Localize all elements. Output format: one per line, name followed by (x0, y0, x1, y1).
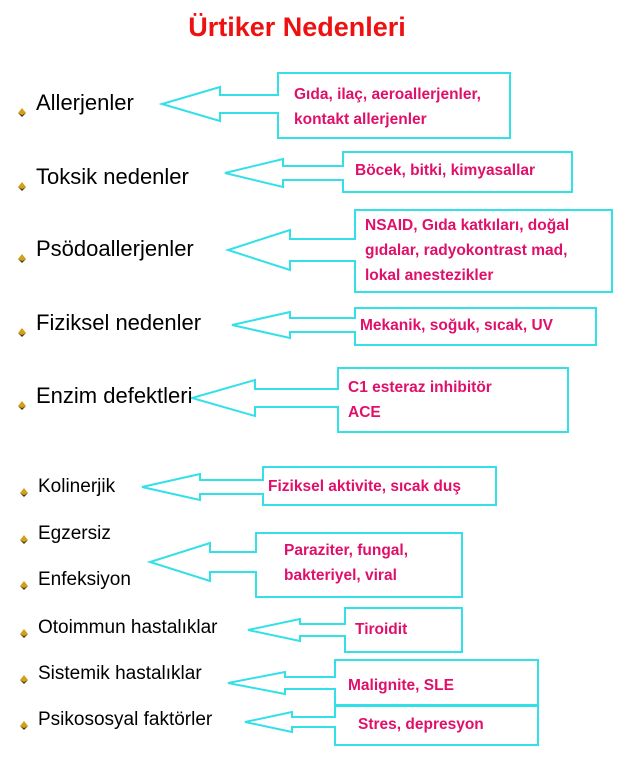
cause-item: Kolinerjik (18, 476, 115, 498)
cause-item: Toksik nedenler (16, 164, 189, 191)
cause-label: Psikososyal faktörler (38, 709, 213, 730)
callout-text: NSAID, Gıda katkıları, doğal gıdalar, rad… (365, 213, 569, 288)
cause-label: Psödoallerjenler (36, 236, 194, 261)
cause-label: Fiziksel nedenler (36, 310, 202, 335)
callout-arrow-box (247, 607, 463, 653)
callout-line: C1 esteraz inhibitör (348, 379, 492, 396)
cause-item: Fiziksel nedenler (16, 310, 202, 337)
callout-line: Malignite, SLE (348, 677, 454, 694)
callout-line: ACE (348, 404, 381, 421)
callout-text: Mekanik, soğuk, sıcak, UV (360, 313, 553, 338)
callout-line: kontakt allerjenler (294, 111, 427, 128)
callout-text: Fiziksel aktivite, sıcak duş (268, 474, 461, 499)
bullet-icon (16, 390, 28, 410)
cause-label: Kolinerjik (38, 476, 116, 497)
callout-arrow-box (158, 72, 511, 139)
callout-line: Mekanik, soğuk, sıcak, UV (360, 317, 553, 334)
cause-item: Allerjenler (16, 90, 134, 117)
callout-line: bakteriyel, viral (284, 567, 397, 584)
callout-line: Böcek, bitki, kimyasallar (355, 162, 536, 179)
callout-line: lokal anestezikler (365, 267, 494, 284)
callout-arrow-box (188, 367, 569, 433)
cause-label: Egzersiz (38, 523, 111, 544)
cause-label: Allerjenler (36, 90, 134, 115)
bullet-icon (18, 668, 30, 684)
cause-label: Enzim defektleri (36, 383, 193, 408)
callout-arrow-box (141, 466, 497, 506)
cause-item: Psödoallerjenler (16, 236, 194, 263)
cause-label: Enfeksiyon (38, 569, 131, 590)
bullet-icon (16, 317, 28, 337)
bullet-icon (18, 574, 30, 590)
cause-item: Sistemik hastalıklar (18, 663, 202, 685)
callout-line: Tiroidit (355, 621, 408, 638)
callout-text: Paraziter, fungal, bakteriyel, viral (284, 538, 408, 588)
bullet-icon (18, 481, 30, 497)
cause-label: Otoimmun hastalıklar (38, 617, 218, 638)
cause-item: Psikososyal faktörler (18, 709, 212, 731)
callout-arrow-box (224, 209, 613, 293)
bullet-icon (18, 528, 30, 544)
callout-arrow-box (231, 307, 597, 346)
cause-label: Sistemik hastalıklar (38, 663, 202, 684)
cause-item: Otoimmun hastalıklar (18, 617, 218, 639)
callout-text: Stres, depresyon (358, 712, 484, 737)
bullet-icon (16, 171, 28, 191)
callout-text: Tiroidit (355, 617, 407, 642)
callout-line: Stres, depresyon (358, 716, 484, 733)
callout-line: Fiziksel aktivite, sıcak duş (268, 478, 461, 495)
cause-item: Egzersiz (18, 523, 111, 545)
callout-arrow-box (227, 659, 539, 706)
callout-text: Gıda, ilaç, aeroallerjenler, kontakt alle… (294, 82, 481, 132)
callout-line: Gıda, ilaç, aeroallerjenler, (294, 86, 481, 103)
cause-item: Enzim defektleri (16, 383, 193, 410)
callout-arrow-box (224, 151, 573, 193)
bullet-icon (16, 243, 28, 263)
cause-label: Toksik nedenler (36, 164, 189, 189)
callout-text: Böcek, bitki, kimyasallar (355, 158, 535, 183)
callout-arrow-box (146, 532, 463, 598)
callout-text: Malignite, SLE (348, 673, 454, 698)
bullet-icon (16, 97, 28, 117)
cause-item: Enfeksiyon (18, 569, 131, 591)
callout-line: gıdalar, radyokontrast mad, (365, 242, 568, 259)
slide-title: Ürtiker Nedenleri (188, 12, 406, 42)
callout-line: NSAID, Gıda katkıları, doğal (365, 217, 570, 234)
bullet-icon (18, 714, 30, 730)
callout-line: Paraziter, fungal, (284, 542, 409, 559)
callout-arrow-box (244, 705, 539, 746)
bullet-icon (18, 622, 30, 638)
